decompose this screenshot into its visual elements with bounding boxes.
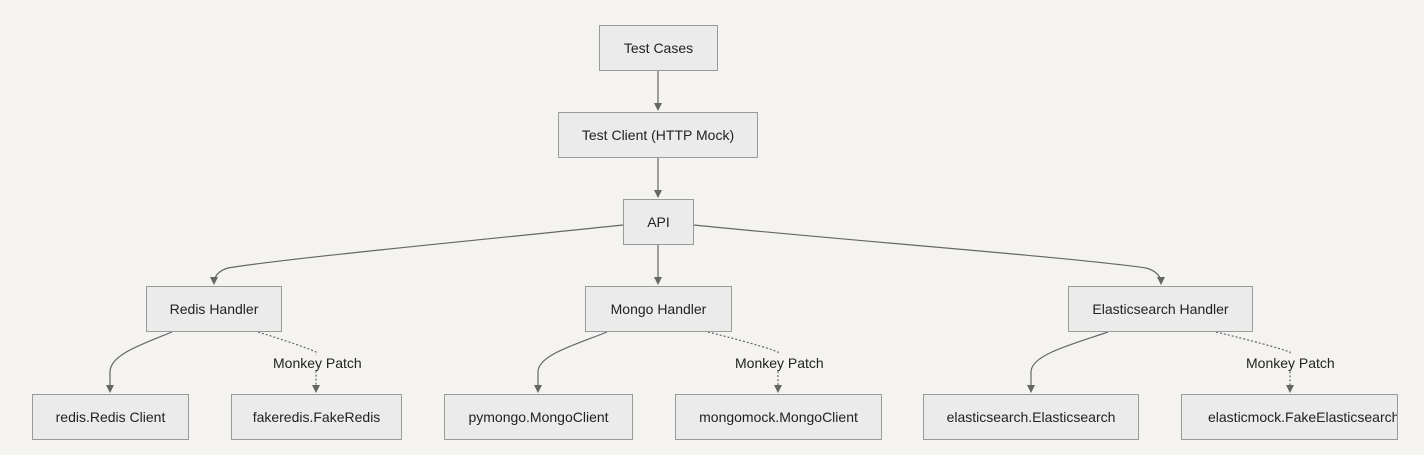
node-fakeredis: fakeredis.FakeRedis xyxy=(231,394,402,440)
edge-es-handler-elasticsearch xyxy=(1027,331,1109,393)
node-mongomock: mongomock.MongoClient xyxy=(675,394,882,440)
node-redis-client: redis.Redis Client xyxy=(32,394,189,440)
edge-redis-handler-client xyxy=(106,331,173,393)
edge-label-redis-patch: Monkey Patch xyxy=(271,355,364,371)
node-redis-handler: Redis Handler xyxy=(146,286,282,332)
edge-mongo-handler-mongomock xyxy=(707,331,782,393)
node-elasticmock: elasticmock.FakeElasticsearch xyxy=(1181,394,1398,440)
edge-redis-handler-fakeredis xyxy=(257,331,320,393)
edge-label-mongo-patch: Monkey Patch xyxy=(733,355,826,371)
edge-api-redis-handler xyxy=(210,224,624,285)
node-es-handler: Elasticsearch Handler xyxy=(1068,286,1253,332)
node-api: API xyxy=(623,199,694,245)
node-test-cases: Test Cases xyxy=(599,25,718,71)
edge-api-es-handler xyxy=(693,224,1165,285)
edge-es-handler-elasticmock xyxy=(1215,331,1294,393)
edge-label-es-patch: Monkey Patch xyxy=(1244,355,1337,371)
node-mongo-handler: Mongo Handler xyxy=(585,286,732,332)
edge-mongo-handler-pymongo xyxy=(534,331,608,393)
node-elasticsearch: elasticsearch.Elasticsearch xyxy=(923,394,1139,440)
node-pymongo: pymongo.MongoClient xyxy=(444,394,633,440)
node-elasticmock-label: elasticmock.FakeElasticsearch xyxy=(1208,409,1398,425)
node-test-client: Test Client (HTTP Mock) xyxy=(558,112,758,158)
